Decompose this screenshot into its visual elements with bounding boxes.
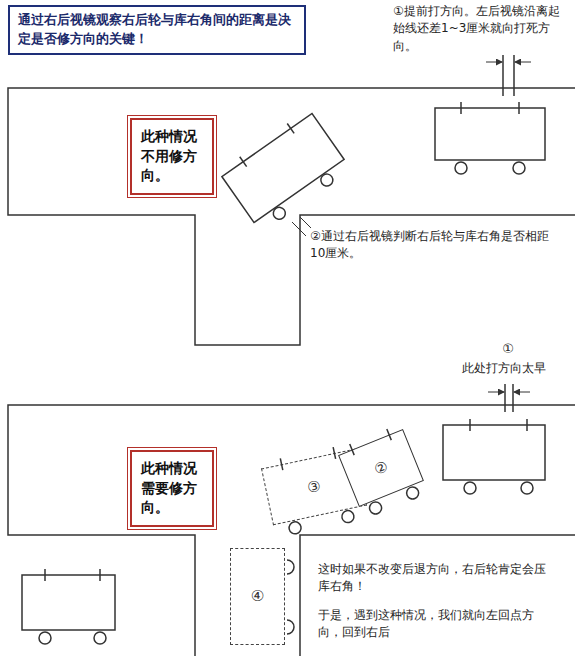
axle-mark <box>518 102 520 114</box>
note-box: 此种情况不用修方向。 <box>130 118 214 195</box>
explanation-note: 于是，遇到这种情况，我们就向左回点方向，回到右后 <box>318 607 554 642</box>
axle-mark <box>333 447 335 459</box>
axle-mark <box>99 569 101 581</box>
note-text: 通过右后视镜观察右后轮与库右角间的距离是决定是否修方向的关键！ <box>18 11 296 49</box>
axle-mark <box>460 102 462 114</box>
mark-arrow <box>514 392 530 393</box>
wheel <box>39 632 51 644</box>
axle-mark <box>350 444 354 455</box>
bottom-scene <box>8 384 575 656</box>
car-body <box>435 108 545 160</box>
step-note: 此处打方向太早 <box>462 360 570 377</box>
car-body <box>22 575 115 630</box>
start-mark <box>502 52 504 96</box>
callout-number: ② <box>371 457 392 478</box>
explanation-note: 这时如果不改变后退方向，右后轮肯定会压库右角！ <box>318 561 554 596</box>
mark-arrow <box>488 392 504 393</box>
step-note: ①提前打方向。左后视镜沿离起始线还差1~3厘米就向打死方向。 <box>393 3 571 55</box>
callout-number: ① <box>498 340 518 359</box>
callout-number: ③ <box>305 477 324 496</box>
wheel <box>513 162 525 174</box>
wheel <box>521 482 533 494</box>
car-position: ④ <box>230 548 285 645</box>
wheel <box>318 172 335 189</box>
car-position: ② <box>338 429 424 507</box>
note-text: 此种情况不用修方向。 <box>141 127 203 186</box>
key-note-box: 通过右后视镜观察右后轮与库右角间的距离是决定是否修方向的关键！ <box>8 5 306 55</box>
wheel <box>341 509 355 523</box>
step-note: ②通过右后视镜判断右后轮与库右角是否相距10厘米。 <box>310 228 550 263</box>
wheel <box>94 632 106 644</box>
axle-mark <box>44 569 46 581</box>
wheel <box>288 521 302 535</box>
start-mark <box>513 52 515 96</box>
garage-outline <box>8 88 575 345</box>
turn-mark <box>504 384 506 412</box>
axle-mark <box>280 458 282 470</box>
mark-arrow <box>486 62 502 63</box>
note-box: 此种情况需要修方向。 <box>130 450 214 527</box>
top-scene <box>8 52 575 345</box>
wheel <box>455 162 467 174</box>
mark-arrow <box>515 62 531 63</box>
callout-number: ④ <box>250 588 265 605</box>
garage-outline <box>8 405 575 656</box>
wheel <box>271 205 288 222</box>
turn-mark <box>512 384 514 412</box>
wheel <box>368 500 384 516</box>
car-body <box>222 114 344 223</box>
axle-mark <box>287 124 294 134</box>
wheel <box>405 485 421 501</box>
note-text: 此种情况需要修方向。 <box>141 459 203 518</box>
distance-mark <box>292 222 306 236</box>
wheel <box>287 560 294 574</box>
axle-mark <box>469 419 471 431</box>
wheel <box>464 482 476 494</box>
axle-mark <box>526 419 528 431</box>
garage-outline <box>300 535 575 656</box>
axle-mark <box>387 429 391 440</box>
reversing-car <box>218 109 351 234</box>
wheel <box>287 620 294 634</box>
car-body <box>443 425 545 480</box>
axle-mark <box>240 157 247 167</box>
